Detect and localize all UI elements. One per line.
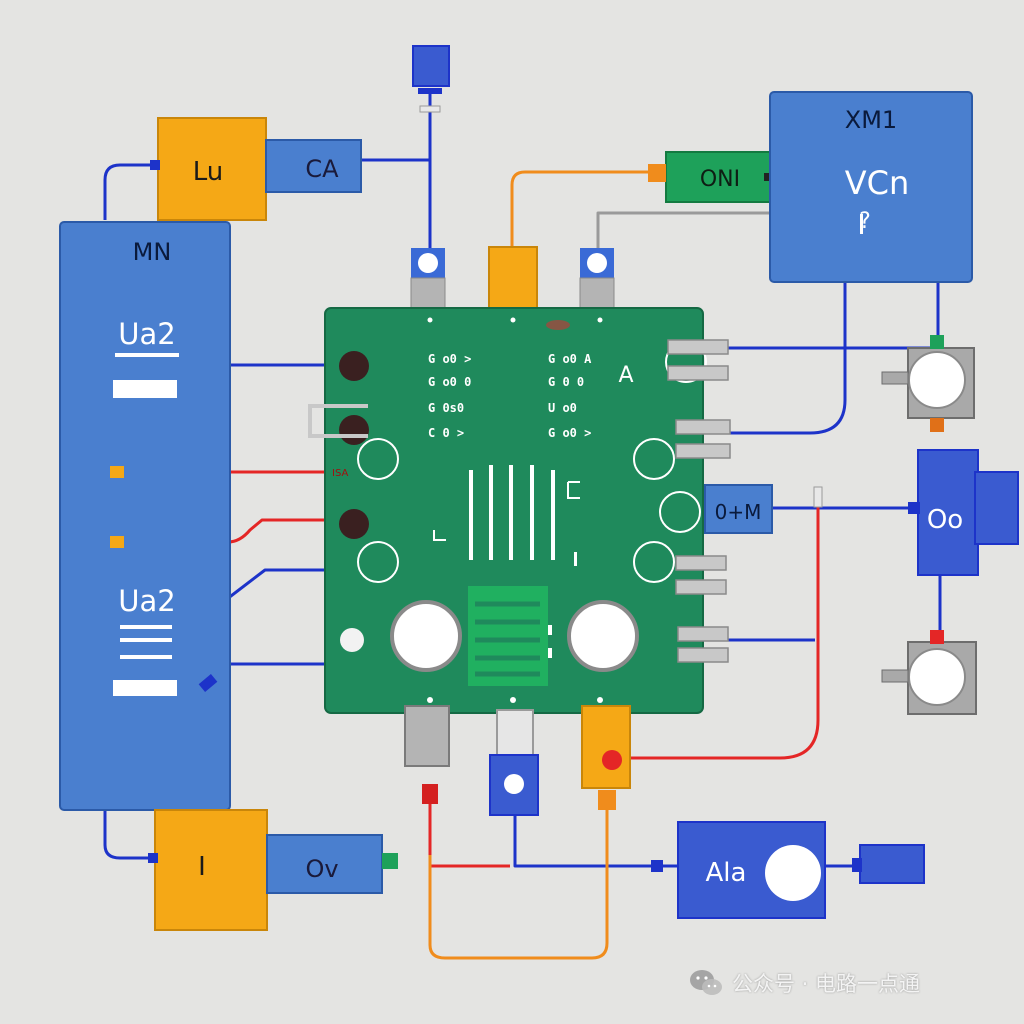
top-green-label: ONI [700, 167, 740, 192]
left-clip [308, 404, 368, 438]
top-left-blue-label: CA [305, 155, 339, 183]
wire-left-top [103, 163, 160, 220]
top-right-label: VCn [845, 164, 910, 202]
bottom-yellow-connector [581, 705, 631, 810]
pin-label: G o0 > [428, 352, 471, 366]
pin-label: G o0 > [548, 426, 591, 440]
right-side-label: 0+M [715, 500, 762, 524]
right-top-socket [881, 335, 975, 432]
bottom-left-blue-module: Ov [266, 834, 398, 894]
pin-label: G 0s0 [428, 401, 464, 415]
left-module-title: MN [133, 238, 172, 266]
bottom-usb-connector [489, 709, 539, 816]
main-board: G o0 > G o0 0 G 0s0 C 0 > G o0 A G 0 0 U… [324, 307, 707, 714]
board-mark-top-right: A [618, 363, 633, 388]
bottom-left-blue-label: Ov [305, 855, 338, 883]
bottom-left-yellow-label: I [198, 852, 206, 882]
pin-label: G o0 A [548, 352, 592, 366]
right-header-pins [667, 339, 731, 663]
watermark: 公众号 · 电路一点通 [688, 965, 920, 1001]
header-pin-orange [488, 246, 538, 312]
pin-label: G 0 0 [548, 375, 584, 389]
bottom-right-label: Ala [706, 858, 747, 888]
pin-label: G o0 0 [428, 375, 471, 389]
left-module: MN Ua2 Ua2 [59, 221, 231, 811]
top-right-sub: ? [859, 209, 871, 234]
left-module-label: Ua2 [118, 317, 175, 351]
wire-left-bottom [103, 810, 158, 860]
bottom-right-module: Ala [651, 821, 925, 919]
wire-gray-top [596, 211, 770, 248]
right-mid-module: Oo [908, 449, 1019, 576]
wire-red-4 [615, 505, 820, 760]
left-module-label-bottom: Ua2 [118, 584, 175, 618]
top-green-module: ONI [648, 151, 772, 203]
top-right-module: XM1 VCn ? [769, 91, 973, 283]
wechat-icon [690, 970, 722, 995]
left-connector-1 [110, 466, 124, 478]
top-right-title: XM1 [845, 106, 897, 134]
right-mid-label: Oo [927, 505, 963, 535]
bottom-gray-connector [404, 705, 450, 804]
wire-right-to-xm [730, 280, 847, 435]
top-left-yellow-label: Lu [193, 157, 224, 187]
pin-labels-right: G o0 A G 0 0 U o0 G o0 > [548, 352, 592, 440]
watermark-text: 公众号 · 电路一点通 [732, 972, 921, 996]
pin-labels-left: G o0 > G o0 0 G 0s0 C 0 > [428, 352, 471, 440]
bottom-left-yellow-module: I [148, 809, 268, 931]
header-pin-right [579, 248, 615, 313]
top-left-blue-module: CA [265, 139, 362, 193]
right-side-module: 0+M [704, 484, 823, 534]
header-pin-left [410, 248, 446, 313]
board-chip [468, 586, 548, 686]
wire-usb-bottom [513, 815, 680, 868]
right-bottom-socket [881, 630, 977, 715]
pin-label: C 0 > [428, 426, 464, 440]
pin-label: U o0 [548, 401, 577, 415]
wire-orange-bottom [428, 795, 609, 960]
top-usb-connector [412, 45, 450, 113]
wire-orange-top [510, 170, 660, 250]
board-mark-left: ISA [332, 468, 348, 479]
top-left-yellow-module: Lu [150, 117, 267, 221]
left-connector-2 [110, 536, 124, 548]
